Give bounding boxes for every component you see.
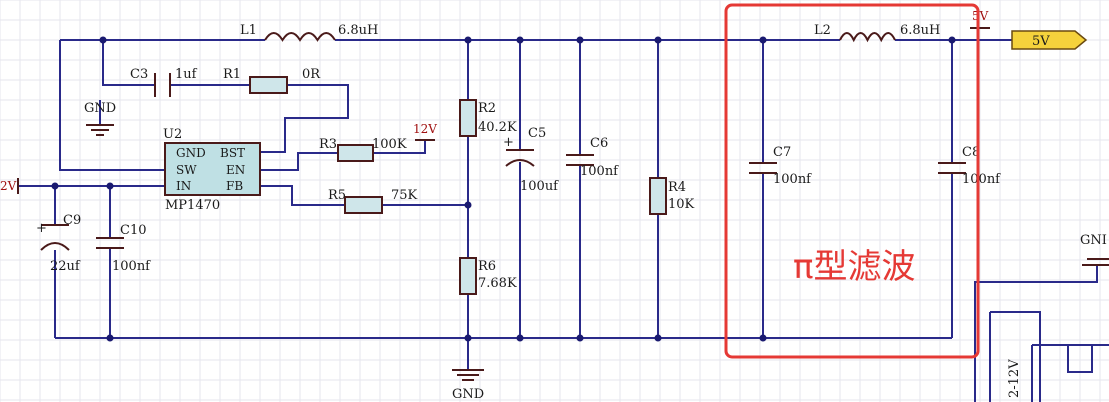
capacitor-c7 — [749, 162, 777, 174]
junction-dot — [654, 36, 662, 44]
r6-value: 7.68K — [478, 276, 517, 291]
c10-ref: C10 — [120, 223, 147, 238]
l1-value: 6.8uH — [338, 23, 378, 38]
gnd-label-top: GND — [84, 101, 116, 116]
r3-ref: R3 — [319, 137, 337, 152]
junction-dot — [948, 36, 956, 44]
pi-filter-highlight-box — [724, 3, 980, 359]
capacitor-c5: + — [503, 135, 535, 167]
c5-value: 100uf — [520, 179, 559, 194]
c3-value: 1uf — [175, 67, 198, 82]
junction-dot — [576, 36, 584, 44]
junction-dot — [51, 182, 59, 190]
r2-ref: R2 — [478, 101, 496, 116]
r3-value: 100K — [372, 137, 407, 152]
c8-ref: C8 — [962, 145, 980, 160]
r4-value: 10K — [668, 197, 695, 212]
c6-value: 100nf — [580, 164, 619, 179]
c9-polarity-plus: + — [36, 221, 47, 236]
power-5v-top-label: 5V — [972, 9, 989, 23]
r6-ref: R6 — [478, 259, 496, 274]
r2-value: 40.2K — [478, 120, 517, 135]
junction-dot — [654, 334, 662, 342]
inductor-l2 — [839, 32, 896, 43]
power-12v-label: 12V — [413, 122, 437, 136]
c5-ref: C5 — [528, 126, 546, 141]
r5-value: 75K — [391, 188, 418, 203]
junction-dot — [576, 334, 584, 342]
c9-value: 22uf — [50, 259, 81, 274]
c7-ref: C7 — [773, 145, 791, 160]
resistor-r1 — [249, 76, 288, 94]
u2-pin-en: EN — [226, 163, 245, 177]
junction-dot — [759, 36, 767, 44]
capacitor-c8 — [938, 162, 966, 174]
junction-dot — [464, 36, 472, 44]
inductor-l1 — [264, 32, 336, 42]
junction-dots — [51, 36, 956, 342]
r5-ref: R5 — [328, 188, 346, 203]
junction-dot — [759, 334, 767, 342]
c8-value: 100nf — [962, 172, 1001, 187]
net-port-5v — [1011, 30, 1088, 50]
side-voltage-label: 2-12V — [1007, 359, 1022, 398]
r1-ref: R1 — [223, 67, 241, 82]
resistor-r2 — [459, 99, 477, 137]
resistor-r3 — [337, 144, 374, 162]
junction-dot — [106, 182, 114, 190]
u2-pin-sw: SW — [176, 163, 197, 177]
junction-dot — [99, 36, 107, 44]
capacitor-c6 — [566, 154, 594, 166]
ic-u2 — [164, 142, 261, 196]
pi-filter-label: π型滤波 — [793, 247, 915, 287]
resistor-r4 — [649, 177, 667, 215]
c10-value: 100nf — [112, 259, 151, 274]
l2-ref: L2 — [814, 23, 831, 38]
power-input-label: 2V — [0, 179, 17, 193]
gnd-label-right: GNI — [1080, 233, 1107, 248]
wires — [18, 39, 1109, 402]
capacitor-c3 — [154, 73, 171, 97]
resistor-r6 — [459, 257, 477, 295]
l2-value: 6.8uH — [900, 23, 940, 38]
capacitor-c9: + — [36, 221, 70, 251]
gnd-symbol — [1082, 258, 1109, 266]
c9-ref: C9 — [63, 213, 81, 228]
r1-value: 0R — [302, 67, 321, 82]
u2-pin-gnd: GND — [176, 146, 206, 160]
junction-dot — [464, 334, 472, 342]
gnd-symbol — [452, 369, 484, 381]
u2-pin-bst: BST — [220, 146, 245, 160]
u2-pin-fb: FB — [226, 179, 243, 193]
junction-dot — [464, 201, 472, 209]
junction-dot — [516, 36, 524, 44]
junction-dot — [106, 334, 114, 342]
c7-value: 100nf — [773, 172, 812, 187]
r4-ref: R4 — [668, 180, 686, 195]
u2-pin-in: IN — [176, 179, 191, 193]
u2-part: MP1470 — [165, 198, 220, 213]
resistor-r5 — [344, 196, 383, 214]
c3-ref: C3 — [130, 67, 148, 82]
capacitor-c10 — [96, 237, 124, 249]
c5-polarity-plus: + — [503, 135, 514, 150]
net-port-5v-label: 5V — [1032, 34, 1050, 49]
gnd-symbol — [86, 124, 114, 136]
c6-ref: C6 — [590, 136, 608, 151]
junction-dot — [516, 334, 524, 342]
l1-ref: L1 — [240, 23, 257, 38]
gnd-label-bottom: GND — [452, 387, 484, 402]
u2-ref: U2 — [163, 127, 182, 142]
